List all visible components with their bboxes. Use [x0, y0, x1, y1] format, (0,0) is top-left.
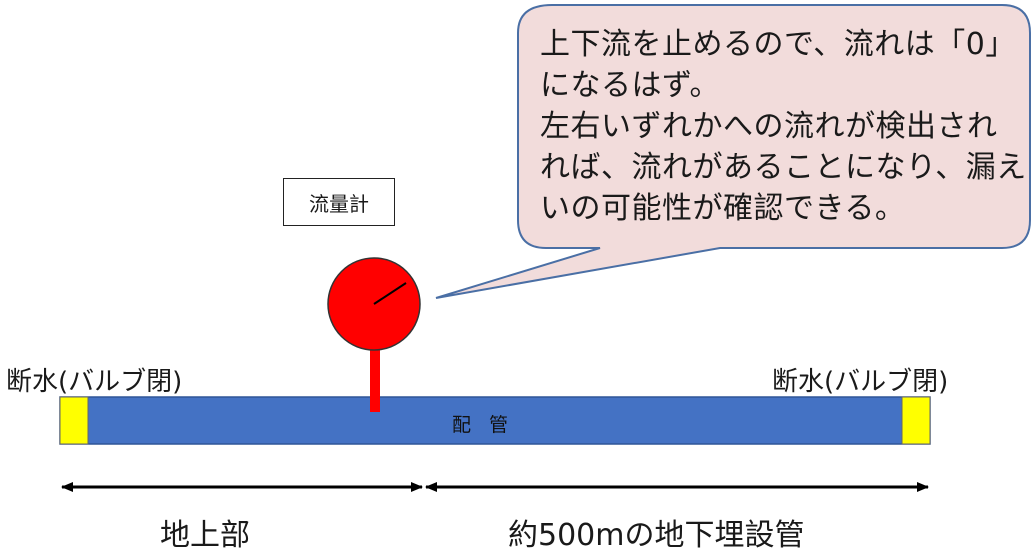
- callout-line: になるはず。: [540, 68, 720, 103]
- callout-line: れば、流れがあることになり、漏え: [540, 150, 1027, 185]
- pipe-label: 配 管: [451, 414, 515, 436]
- callout-line: 上下流を止めるので、流れは「0」: [540, 27, 1016, 62]
- callout-line: いの可能性が確認できる。: [540, 191, 906, 226]
- pipe: [59, 396, 931, 445]
- callout-line: 左右いずれかへの流れが検出され: [540, 109, 998, 144]
- left-valve: [59, 396, 89, 445]
- flow-meter-label: 流量計: [283, 178, 395, 226]
- right-valve-label: 断水(バルブ閉): [772, 367, 949, 397]
- underground-label: 約500mの地下埋設管: [508, 518, 805, 553]
- flow-meter-stem: [370, 342, 380, 412]
- callout-text: 上下流を止めるので、流れは「0」 になるはず。 左右いずれかへの流れが検出され …: [540, 24, 1027, 229]
- flow-meter-needle: [373, 282, 407, 305]
- above-ground-label: 地上部: [160, 518, 250, 553]
- left-valve-label: 断水(バルブ閉): [6, 367, 183, 397]
- right-valve: [901, 396, 931, 445]
- callout-bubble: [435, 4, 1031, 299]
